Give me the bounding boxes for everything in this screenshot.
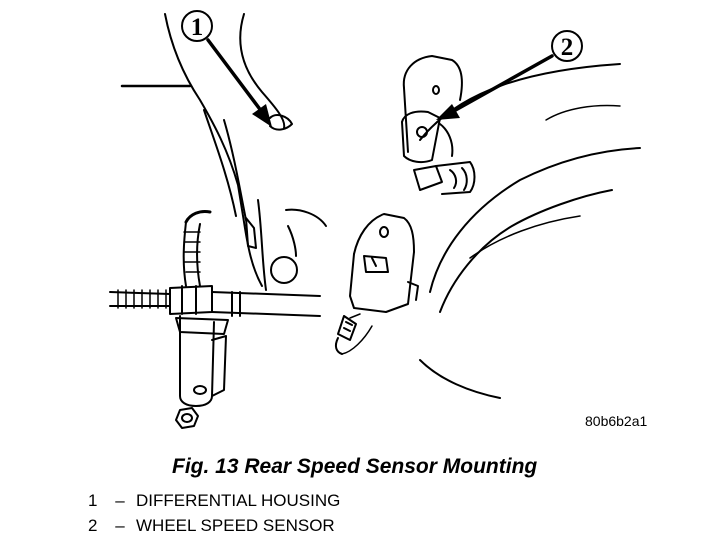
legend-item-separator: –: [115, 491, 125, 510]
legend-item-text: DIFFERENTIAL HOUSING: [136, 491, 341, 510]
legend-item-number: 1: [88, 491, 98, 510]
callout-2: 2: [436, 30, 583, 120]
legend-item: 2 – WHEEL SPEED SENSOR: [88, 513, 340, 538]
lower-bracket: [175, 315, 229, 429]
sensor-bracket: [349, 213, 419, 313]
differential-housing: [120, 13, 327, 291]
legend: 1 – DIFFERENTIAL HOUSING 2 – WHEEL SPEED…: [88, 488, 340, 538]
legend-item: 1 – DIFFERENTIAL HOUSING: [88, 488, 340, 513]
legend-item-number: 2: [88, 516, 98, 535]
callout-1: 1: [181, 10, 272, 127]
brake-line: [109, 210, 321, 317]
callout-2-number: 2: [561, 34, 574, 61]
legend-item-text: WHEEL SPEED SENSOR: [136, 516, 335, 535]
wheel-speed-sensor: [401, 55, 476, 195]
legend-item-separator: –: [115, 516, 125, 535]
reference-code: 80b6b2a1: [585, 413, 648, 429]
sensor-lead: [334, 313, 373, 355]
callout-1-number: 1: [191, 14, 204, 41]
figure-caption: Fig. 13 Rear Speed Sensor Mounting: [172, 455, 538, 478]
